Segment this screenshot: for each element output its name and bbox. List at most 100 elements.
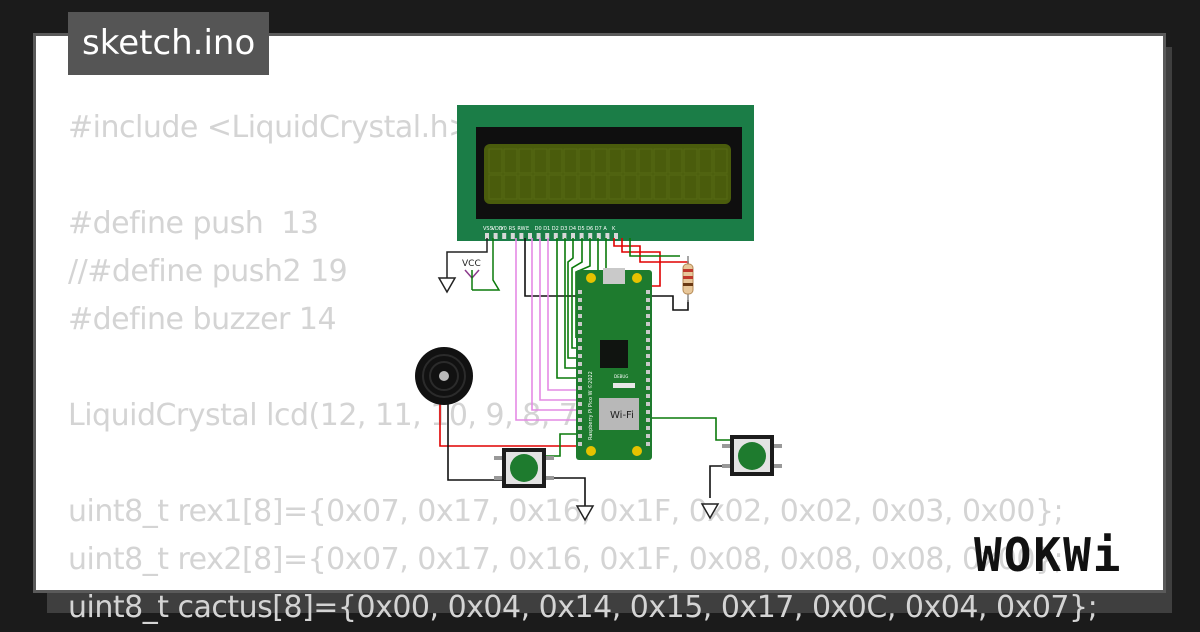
lcd-pin-label: D3 [560, 226, 567, 232]
pico-pin [578, 442, 582, 446]
lcd-char-cell [593, 148, 608, 174]
push-button-left[interactable] [494, 448, 554, 488]
lcd-char-cell [518, 148, 533, 174]
pico-pin [646, 322, 650, 326]
lcd-char-cell [518, 174, 533, 200]
lcd-pin [571, 233, 575, 239]
pico-pin [646, 290, 650, 294]
lcd-pin [545, 233, 550, 239]
lcd-char-cell [653, 148, 668, 174]
pico-pin [646, 314, 650, 318]
lcd-pin [579, 233, 584, 239]
code-line: //#define push2 19 [68, 254, 348, 289]
pico-pin [578, 290, 582, 294]
lcd-pin-label: D0 [535, 226, 542, 232]
lcd-pin-label: D4 [569, 226, 576, 232]
pico-pin [578, 298, 582, 302]
pico-pin [578, 394, 582, 398]
lcd-char-cell [668, 148, 683, 174]
lcd-char-cell [623, 174, 638, 200]
resistor [682, 256, 694, 302]
lcd-pin [502, 233, 507, 239]
buzzer [415, 347, 473, 405]
lcd-char-cell [698, 174, 713, 200]
ground-symbol-right-button [700, 503, 720, 520]
lcd-pin-label: D2 [552, 226, 559, 232]
code-line: uint8_t cactus[8]={0x00, 0x04, 0x14, 0x1… [68, 590, 1098, 625]
pico-pin [646, 378, 650, 382]
pico-pin [646, 418, 650, 422]
lcd-pin-label: VSS [483, 226, 493, 232]
lcd-pin-label: D6 [586, 226, 593, 232]
pico-pin [578, 378, 582, 382]
lcd-char-cell [503, 174, 518, 200]
pico-pin [578, 330, 582, 334]
lcd-char-cell [653, 174, 668, 200]
lcd-pin [493, 233, 498, 239]
wokwi-logo: WOKWi [974, 528, 1123, 582]
pico-pin [646, 386, 650, 390]
lcd-pin-label: D1 [543, 226, 550, 232]
lcd-pin [605, 233, 610, 239]
vcc-label: VCC [462, 259, 481, 269]
vcc-symbol: VCC [462, 238, 501, 291]
lcd-pin [596, 233, 601, 239]
code-line: #define buzzer 14 [68, 302, 337, 337]
lcd-char-cell [488, 174, 503, 200]
file-tab: sketch.ino [68, 12, 270, 75]
pico-pin [646, 410, 650, 414]
lcd-char-cell [713, 174, 728, 200]
pico-pin [646, 330, 650, 334]
pico-pin [578, 434, 582, 438]
pico-pin [646, 402, 650, 406]
pico-pin [578, 418, 582, 422]
pico-pin [646, 298, 650, 302]
pico-pin [578, 322, 582, 326]
lcd-char-cell [593, 174, 608, 200]
lcd-char-cell [608, 174, 623, 200]
lcd-char-cell [533, 148, 548, 174]
pico-pin [646, 362, 650, 366]
lcd-char-cell [608, 148, 623, 174]
lcd-pin [510, 233, 515, 239]
lcd-pin-label: VDD [492, 226, 503, 232]
pico-board: Wi-Fi DEBUG Raspberry Pi Pico W ©2022 [576, 268, 652, 460]
lcd-char-cell [698, 148, 713, 174]
lcd-char-cell [563, 174, 578, 200]
lcd-pin [485, 233, 489, 239]
pico-pin [578, 402, 582, 406]
lcd-char-cell [503, 148, 518, 174]
pico-pin [578, 386, 582, 390]
pico-pin [578, 314, 582, 318]
lcd-char-cell [533, 174, 548, 200]
lcd-pin-label: RW [517, 226, 525, 232]
pico-pin [646, 338, 650, 342]
pico-pin [578, 370, 582, 374]
lcd-pin-label: D5 [578, 226, 585, 232]
pico-label: Raspberry Pi Pico W ©2022 [587, 371, 594, 440]
lcd-pin-label: K [612, 226, 616, 232]
code-line: #include <LiquidCrystal.h> [68, 110, 473, 145]
code-line: uint8_t rex1[8]={0x07, 0x17, 0x16, 0x1F,… [68, 494, 1064, 529]
pico-pin [646, 394, 650, 398]
pico-pin [646, 434, 650, 438]
push-button-right[interactable] [722, 435, 782, 476]
lcd-char-cell [638, 148, 653, 174]
pico-pin [646, 442, 650, 446]
lcd-pin [519, 233, 524, 239]
lcd-char-cell [578, 174, 593, 200]
lcd-pin [614, 233, 618, 239]
ground-symbol-left-button [575, 505, 595, 522]
lcd-char-cell [668, 174, 683, 200]
lcd-pin [562, 233, 567, 239]
lcd-pin-label: V0 [500, 226, 507, 232]
lcd-char-cell [683, 174, 698, 200]
lcd-char-cell [548, 174, 563, 200]
lcd-pin-label: D7 [595, 226, 602, 232]
pico-pin [646, 370, 650, 374]
pico-pin [578, 426, 582, 430]
wifi-label: Wi-Fi [610, 410, 634, 421]
code-line: #define push 13 [68, 206, 319, 241]
